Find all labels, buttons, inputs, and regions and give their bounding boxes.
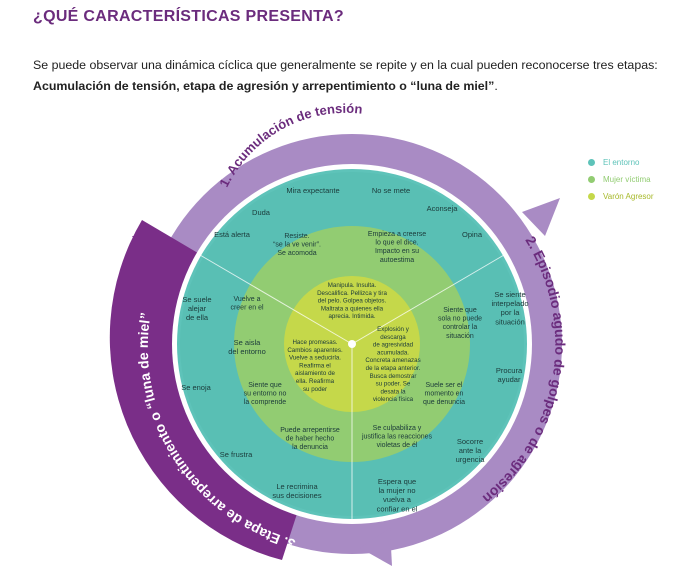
diagram-label-duda: Duda — [252, 208, 271, 217]
legend-dot-icon — [588, 193, 595, 200]
legend-label: Varón Agresor — [603, 192, 654, 201]
diagram-label-resiste: Resiste.“se la ve venir”.Se acomoda — [273, 233, 321, 257]
page-title: ¿QUÉ CARACTERÍSTICAS PRESENTA? — [33, 8, 344, 25]
intro-line-1: Se puede observar una dinámica cíclica q… — [33, 58, 658, 72]
legend: El entorno Mujer víctima Varón Agresor — [588, 154, 654, 205]
arrow-head-stage-2 — [360, 528, 392, 566]
diagram-label-se-enoja: Se enoja — [181, 383, 211, 392]
diagram-label-mira-expectante: Mira expectante — [286, 186, 339, 195]
legend-item-mujer: Mujer víctima — [588, 171, 654, 188]
diagram-label-aconseja: Aconseja — [427, 204, 459, 213]
legend-dot-icon — [588, 176, 595, 183]
arrow-head-stage-3 — [132, 236, 172, 258]
intro-stages-bold: Acumulación de tensión, etapa de agresió… — [33, 79, 495, 93]
legend-item-entorno: El entorno — [588, 154, 654, 171]
legend-item-varon: Varón Agresor — [588, 188, 654, 205]
diagram-label-esta-alerta: Está alerta — [214, 230, 251, 239]
diagram-label-no-se-mete: No se mete — [372, 186, 410, 195]
diagram-label-opina: Opina — [462, 230, 483, 239]
diagram-label-se-frustra: Se frustra — [220, 450, 253, 459]
legend-label: Mujer víctima — [603, 175, 651, 184]
legend-dot-icon — [588, 159, 595, 166]
arrow-head-stage-1 — [522, 198, 560, 236]
intro-paragraph: Se puede observar una dinámica cíclica q… — [33, 55, 683, 97]
diagram-label-promesas: Hace promesas.Cambios aparentes.Vuelve a… — [287, 339, 343, 393]
diagram-label-manipula: Manipula. Insulta.Descalifica. Pellizca … — [317, 282, 387, 320]
intro-period: . — [494, 79, 498, 93]
legend-label: El entorno — [603, 158, 640, 167]
